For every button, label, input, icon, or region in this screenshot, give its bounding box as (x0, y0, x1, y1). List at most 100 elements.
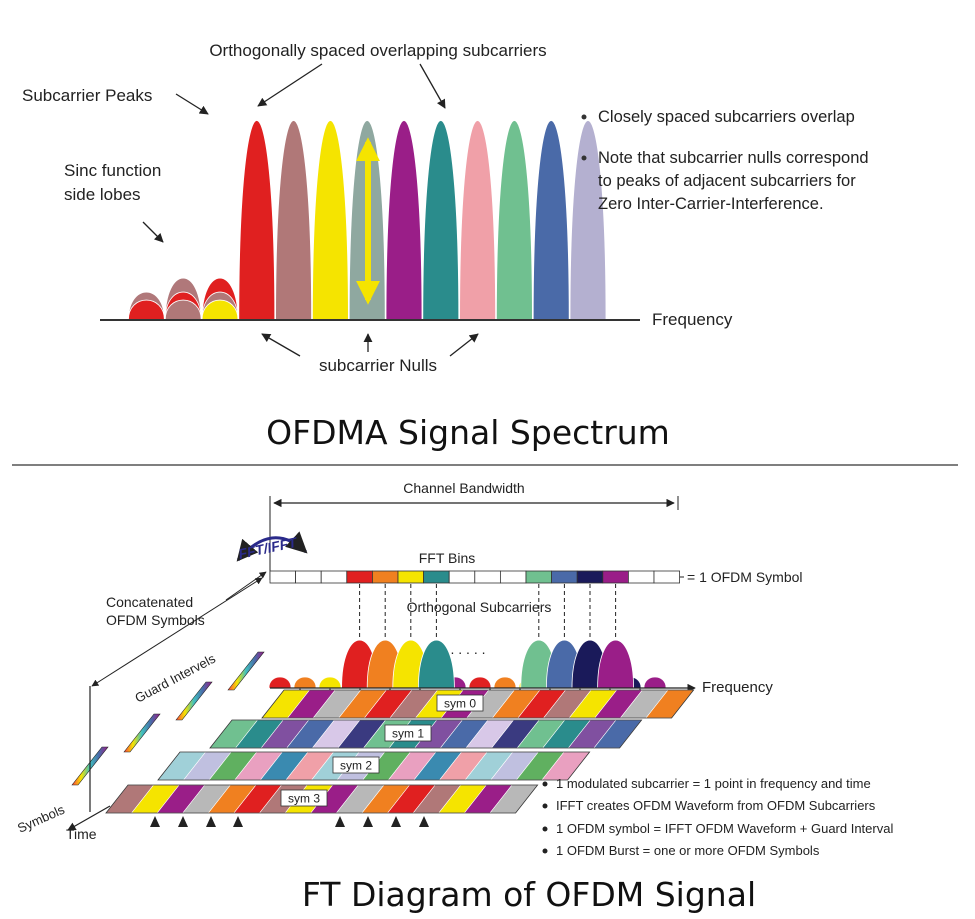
sym-label: sym 3 (288, 792, 320, 806)
bottom-bullet-3: 1 OFDM Burst = one or more OFDM Symbols (556, 843, 820, 858)
fft-bin (628, 570, 655, 584)
small-side-lobe (293, 676, 317, 689)
small-side-lobe (468, 676, 492, 689)
fft-ifft-arc (236, 531, 308, 562)
nulls-arrow-right (449, 333, 479, 357)
subcarrier-main-lobe (569, 120, 607, 321)
symbols-label: Symbols (15, 802, 67, 836)
subcarrier-marker-arrow (419, 816, 429, 827)
subcarrier-main-lobe (532, 120, 570, 321)
fft-bin (269, 570, 297, 584)
subcarrier-marker-arrow (391, 816, 401, 827)
fft-bin (346, 570, 373, 584)
subcarrier-marker-arrow (150, 816, 160, 827)
guard-label: Guard Intervels (132, 650, 218, 705)
bullet-dot (542, 826, 548, 832)
subcarrier-spectrum (127, 120, 607, 321)
guard-interval (175, 681, 213, 721)
fft-bin (423, 570, 450, 584)
overlap-label: Orthogonally spaced overlapping subcarri… (209, 41, 546, 60)
peaks-arrow (175, 93, 209, 115)
top-bullet-1-line-2: to peaks of adjacent subcarriers for (598, 172, 856, 190)
bottom-bullet-0: 1 modulated subcarrier = 1 point in freq… (556, 776, 871, 791)
sym-label-box (436, 694, 484, 712)
side-lobe (201, 299, 239, 321)
orthogonal-subcarrier-lobe (597, 640, 635, 689)
fft-bin (602, 570, 629, 584)
concat-bracket (91, 577, 263, 687)
small-side-lobe (493, 676, 517, 689)
fft-bin (576, 570, 604, 584)
fft-bin (551, 570, 578, 584)
subcarrier-marker-arrow (178, 816, 188, 827)
fft-bin (295, 570, 322, 584)
bottom-bullet-1: IFFT creates OFDM Waveform from OFDM Sub… (556, 798, 876, 813)
bottom-bullet-2: 1 OFDM symbol = IFFT OFDM Waveform + Gua… (556, 821, 893, 836)
concat-arrow (225, 571, 267, 601)
bullet-dot (542, 848, 548, 854)
symbol-eq-label: = 1 OFDM Symbol (687, 569, 803, 585)
bullet-dot (542, 781, 548, 787)
bin-drop-lines (359, 584, 617, 640)
fft-bin (525, 570, 553, 584)
fft-bin (499, 570, 527, 584)
subcarrier-main-lobe (311, 120, 349, 321)
top-bullet-list: Closely spaced subcarriers overlap Note … (581, 108, 869, 213)
overlap-arrow-left (257, 63, 323, 107)
symbols-axis (67, 805, 111, 831)
overlap-arrow-right (419, 63, 446, 109)
small-side-lobe (268, 676, 292, 689)
fft-bin (397, 570, 425, 584)
bottom-bullet-list: 1 modulated subcarrier = 1 point in freq… (542, 776, 893, 858)
fft-bin (653, 570, 681, 584)
fft-bins-label: FFT Bins (419, 550, 476, 566)
subcarrier-main-lobe (275, 120, 313, 321)
subcarrier-main-lobe (459, 120, 497, 321)
fft-bin (448, 570, 476, 584)
sidelobe-label-1: Sinc function (64, 161, 161, 180)
subcarrier-marker-arrow (335, 816, 345, 827)
top-bullet-0: Closely spaced subcarriers overlap (598, 108, 855, 126)
subcarrier-markers (150, 816, 429, 827)
subcarrier-marker-arrow (206, 816, 216, 827)
subcarrier-main-lobe (385, 120, 423, 321)
symbol-plane-outline (105, 784, 539, 814)
fft-bin (320, 570, 348, 584)
small-side-lobe (643, 676, 667, 689)
frequency-label: Frequency (652, 310, 733, 329)
ellipsis: . . . . . (450, 641, 485, 657)
side-lobe (127, 299, 165, 321)
ofdm-symbol-planes: sym 0 sym 1 sym 2 sym 3 (71, 651, 695, 814)
symbol-plane-outline (261, 689, 695, 719)
symbol-plane-outline (209, 719, 643, 749)
subcarrier-main-lobe (422, 120, 460, 321)
bottom-frequency-label: Frequency (702, 679, 773, 696)
fft-bin (474, 570, 501, 584)
fft-bin (371, 570, 399, 584)
subcarrier-main-lobe (495, 120, 533, 321)
sym-label: sym 0 (444, 697, 476, 711)
top-caption: OFDMA Signal Spectrum (266, 413, 670, 452)
sym-label-box (384, 724, 432, 742)
concat-label-1: Concatenated (106, 594, 193, 610)
bullet-dot (581, 155, 587, 161)
side-lobe (164, 299, 202, 321)
subcarrier-marker-arrow (233, 816, 243, 827)
sym-label-box (280, 789, 328, 807)
time-label: Time (66, 826, 97, 842)
sym-label: sym 1 (392, 727, 424, 741)
guard-interval (123, 713, 161, 753)
concat-label-2: OFDM Symbols (106, 612, 205, 628)
bullet-dot (542, 803, 548, 809)
subcarrier-main-lobe (238, 120, 276, 321)
subcarrier-marker-arrow (363, 816, 373, 827)
sidelobe-arrow (142, 221, 164, 243)
bottom-caption: FT Diagram of OFDM Signal (302, 875, 756, 914)
bandwidth-label: Channel Bandwidth (403, 480, 524, 496)
orthogonal-subcarriers (268, 640, 667, 689)
orthogonal-subcarrier-lobe (417, 640, 455, 689)
sym-label-box (332, 756, 380, 774)
sym-label: sym 2 (340, 759, 372, 773)
fft-bin-strip (269, 570, 684, 584)
